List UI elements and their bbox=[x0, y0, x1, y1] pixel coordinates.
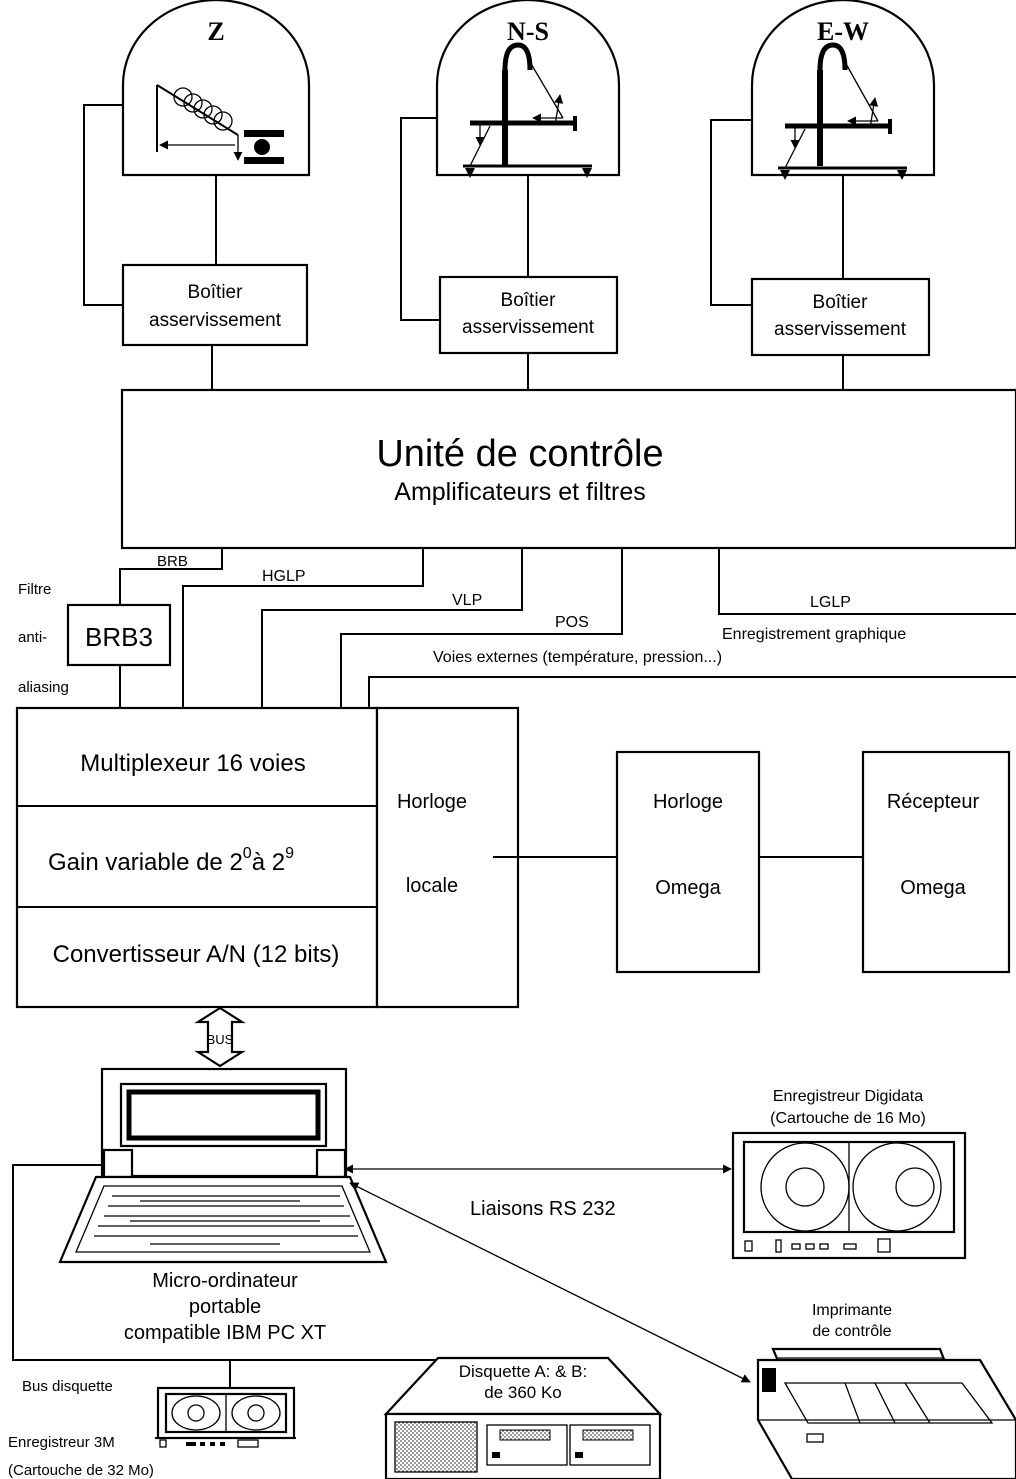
laptop-icon bbox=[58, 1067, 388, 1264]
gain-label: Gain variable de 20à 29 bbox=[48, 845, 294, 876]
horizontal-pendulum-ew-icon bbox=[778, 42, 907, 180]
recorder-3m-icon bbox=[155, 1386, 296, 1448]
sensor-ew: E-W bbox=[750, 0, 936, 180]
digidata-label-2: (Cartouche de 16 Mo) bbox=[770, 1110, 926, 1127]
digidata-recorder-icon bbox=[731, 1131, 967, 1260]
control-unit: Unité de contrôle Amplificateurs et filt… bbox=[120, 388, 1016, 550]
sensor-z-label: Z bbox=[207, 17, 224, 46]
bus-label: BUS bbox=[207, 1032, 234, 1047]
channel-pos-label: POS bbox=[555, 614, 589, 631]
floppy-label-1: Disquette A: & B: bbox=[459, 1362, 588, 1381]
floppy-label-2: de 360 Ko bbox=[484, 1383, 562, 1402]
servo-box-ew: Boîtier asservissement bbox=[750, 277, 931, 357]
omega-clock: Horloge Omega bbox=[615, 750, 761, 974]
channel-brb-label: BRB bbox=[157, 553, 188, 570]
floppy-drive-icon: Disquette A: & B: de 360 Ko bbox=[383, 1356, 663, 1479]
sensor-z: Z bbox=[121, 0, 311, 177]
channel-lglp-label: LGLP bbox=[810, 594, 851, 611]
servo-box-z: Boîtier asservissement bbox=[121, 263, 309, 347]
local-clock-label-2: locale bbox=[406, 875, 458, 897]
recorder-3m-label-2: (Cartouche de 32 Mo) bbox=[8, 1462, 154, 1479]
multiplexer-label: Multiplexeur 16 voies bbox=[80, 750, 305, 777]
computer-label-2: portable bbox=[189, 1296, 261, 1318]
computer-label-3: compatible IBM PC XT bbox=[124, 1322, 326, 1344]
servo-box-ns: Boîtier asservissement bbox=[438, 275, 619, 355]
sensor-ew-label: E-W bbox=[817, 17, 869, 46]
vertical-pendulum-icon bbox=[156, 84, 284, 164]
omega-receiver: Récepteur Omega bbox=[861, 750, 1011, 974]
servo-box-ew-line2: asservissement bbox=[774, 319, 907, 340]
recorder-3m-label-1: Enregistreur 3M bbox=[8, 1434, 115, 1451]
omega-clock-label-1: Horloge bbox=[653, 791, 723, 813]
local-clock-label-1: Horloge bbox=[397, 791, 467, 813]
sensor-ns-label: N-S bbox=[507, 17, 549, 46]
anti-aliasing-filter: Filtre anti- aliasing BRB3 bbox=[18, 581, 172, 696]
sensor-ns: N-S bbox=[435, 0, 621, 178]
filter-label-2: anti- bbox=[18, 629, 47, 646]
omega-receiver-label-1: Récepteur bbox=[887, 791, 980, 813]
graph-recording-label: Enregistrement graphique bbox=[722, 626, 906, 643]
digidata-label-1: Enregistreur Digidata bbox=[773, 1088, 923, 1105]
servo-box-ns-line2: asservissement bbox=[462, 317, 595, 338]
filter-box-label: BRB3 bbox=[85, 622, 153, 652]
printer-icon bbox=[756, 1347, 1016, 1479]
channel-hglp-label: HGLP bbox=[262, 568, 306, 585]
printer-label-2: de contrôle bbox=[812, 1323, 891, 1340]
servo-box-ew-line1: Boîtier bbox=[813, 292, 869, 313]
computer-label-1: Micro-ordinateur bbox=[152, 1270, 298, 1292]
servo-box-z-line1: Boîtier bbox=[188, 282, 244, 303]
horizontal-pendulum-ns-icon bbox=[463, 42, 592, 178]
channel-vlp-label: VLP bbox=[452, 592, 482, 609]
rs232-label: Liaisons RS 232 bbox=[470, 1198, 616, 1220]
filter-label-3: aliasing bbox=[18, 679, 69, 696]
servo-box-ns-line1: Boîtier bbox=[501, 290, 557, 311]
adc-label: Convertisseur A/N (12 bits) bbox=[53, 941, 340, 968]
bus-arrow: BUS bbox=[194, 1006, 246, 1068]
control-unit-title: Unité de contrôle bbox=[376, 433, 663, 475]
external-channels-label: Voies externes (température, pression...… bbox=[433, 649, 722, 666]
floppy-bus-label: Bus disquette bbox=[22, 1378, 113, 1395]
printer-label-1: Imprimante bbox=[812, 1302, 892, 1319]
filter-label-1: Filtre bbox=[18, 581, 51, 598]
omega-clock-label-2: Omega bbox=[655, 877, 721, 899]
omega-receiver-label-2: Omega bbox=[900, 877, 966, 899]
servo-box-z-line2: asservissement bbox=[149, 310, 282, 331]
control-unit-subtitle: Amplificateurs et filtres bbox=[394, 478, 645, 506]
acquisition-unit: Multiplexeur 16 voies Gain variable de 2… bbox=[15, 706, 520, 1009]
